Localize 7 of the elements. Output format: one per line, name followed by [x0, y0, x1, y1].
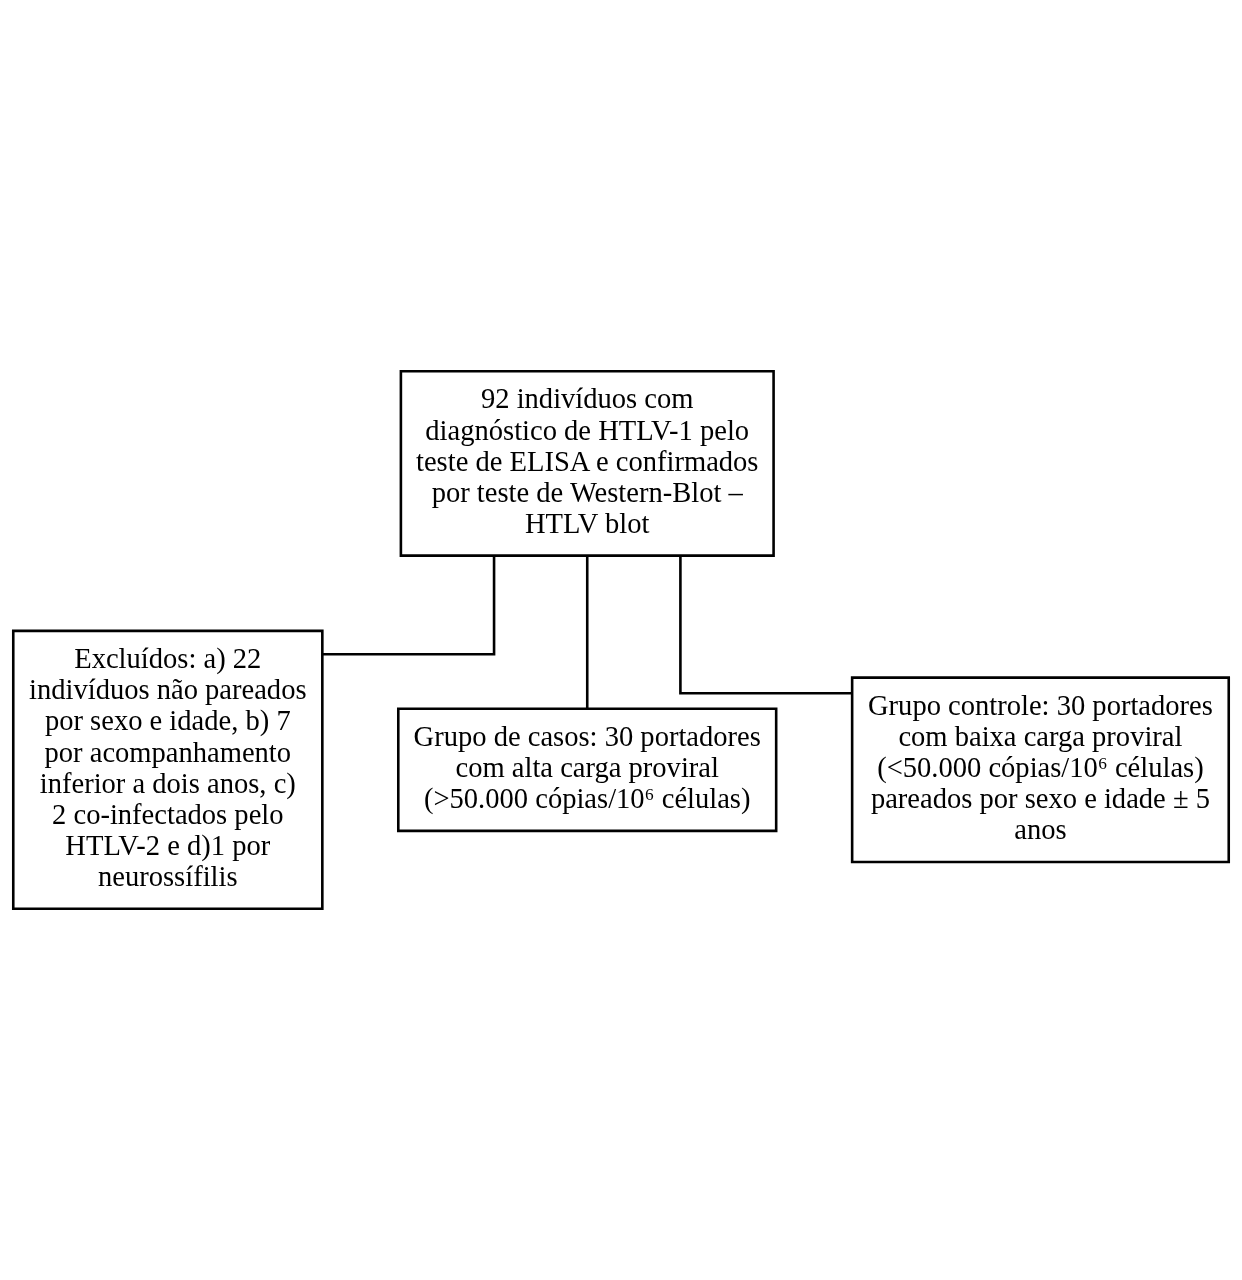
node-box: Grupo controle: 30 portadores com baixa carga proviral (<50.000 cópias/10⁶ células) pareados por sexo e idade ± 5 anos: [850, 676, 1231, 864]
node-box: Grupo de casos: 30 portadores com alta carga proviral (>50.000 cópias/10⁶ células): [397, 707, 778, 833]
node-box: 92 indivíduos com diagnóstico de HTLV-1 pelo teste de ELISA e confirmados por teste de Western-Blot – HTLV blot: [399, 369, 775, 557]
connector: [585, 555, 589, 709]
node-box: Excluídos: a) 22 indivíduos não pareados por sexo e idade, b) 7 por acompanhamento inferior a dois anos, c) 2 co-infectados pelo HTLV-2 e d)1 por neurossífilis: [11, 629, 324, 911]
connector: [679, 555, 852, 695]
connector: [322, 556, 496, 656]
